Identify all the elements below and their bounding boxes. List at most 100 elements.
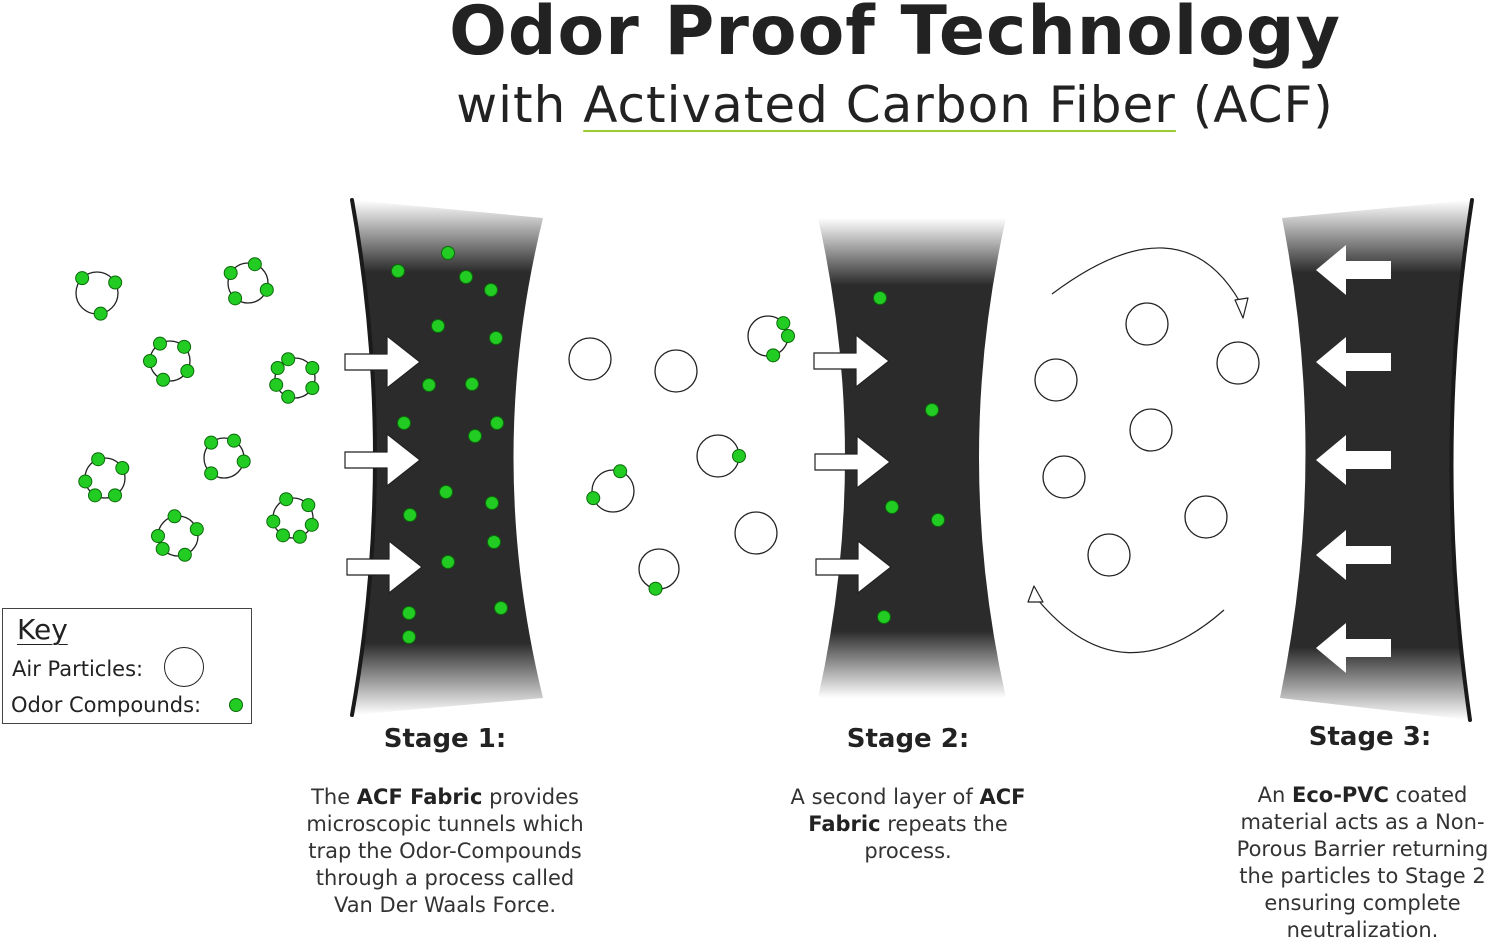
air-particle bbox=[654, 349, 698, 393]
description-line: A second layer of ACF bbox=[790, 785, 1026, 809]
trapped-odor-compound bbox=[925, 403, 939, 417]
odor-compound bbox=[91, 452, 106, 467]
highlighted-term: ACF bbox=[979, 785, 1026, 809]
odor-compound bbox=[279, 492, 294, 507]
trapped-odor-compound bbox=[485, 496, 499, 510]
stage-2-title: Stage 2: bbox=[846, 724, 970, 754]
stage2-inflow-arrow bbox=[815, 539, 892, 595]
trapped-odor-compound bbox=[877, 610, 891, 624]
description-line: Porous Barrier returning bbox=[1236, 837, 1489, 861]
page-subtitle: with Activated Carbon Fiber (ACF) bbox=[0, 76, 1500, 134]
description-line: trap the Odor-Compounds bbox=[308, 839, 582, 863]
odor-compound bbox=[266, 514, 281, 529]
odor-compound bbox=[93, 306, 108, 321]
trapped-odor-compound bbox=[391, 264, 405, 278]
odor-compound bbox=[223, 266, 238, 280]
air-particle bbox=[1042, 455, 1086, 499]
odor-compound bbox=[247, 257, 262, 272]
air-particle bbox=[1216, 341, 1260, 385]
key-air-label: Air Particles: bbox=[12, 657, 144, 681]
trapped-odor-compound bbox=[402, 630, 416, 644]
stage3-return-arrow bbox=[1316, 623, 1391, 673]
stage1-inflow-arrow bbox=[344, 432, 421, 488]
highlighted-term: Fabric bbox=[808, 812, 881, 836]
trapped-odor-compound bbox=[489, 331, 503, 345]
stage2-inflow-arrow bbox=[814, 434, 891, 490]
odor-compound bbox=[189, 522, 204, 537]
odor-compound bbox=[732, 449, 746, 463]
odor-compound bbox=[153, 336, 167, 351]
odor-compound bbox=[301, 498, 316, 513]
odor-compound bbox=[88, 488, 102, 503]
odor-compound bbox=[108, 488, 122, 503]
stage-3-title: Stage 3: bbox=[1308, 722, 1432, 752]
stage1-inflow-arrow bbox=[346, 539, 423, 595]
trapped-odor-compound bbox=[422, 378, 436, 392]
air-particle bbox=[1125, 302, 1169, 346]
trapped-odor-compound bbox=[431, 319, 445, 333]
trapped-odor-compound bbox=[885, 500, 899, 514]
odor-compound bbox=[151, 529, 165, 543]
odor-compound bbox=[292, 529, 307, 544]
air-particle-with-odor bbox=[591, 469, 635, 513]
air-particle bbox=[568, 337, 612, 381]
trapped-odor-compound bbox=[873, 291, 887, 305]
stage3-return-arrow bbox=[1316, 337, 1391, 387]
stage3-return-arrow bbox=[1316, 530, 1391, 580]
odor-compound bbox=[180, 364, 195, 378]
description-line: process. bbox=[864, 839, 952, 863]
trapped-odor-compound bbox=[403, 508, 417, 522]
odor-compound bbox=[167, 509, 182, 524]
air-particle bbox=[1034, 358, 1078, 402]
odor-compound bbox=[177, 339, 192, 354]
description-line: through a process called bbox=[315, 866, 575, 890]
odor-compound bbox=[78, 474, 93, 489]
odor-compound bbox=[305, 381, 320, 395]
trapped-odor-compound bbox=[465, 377, 479, 391]
description-line: neutralization. bbox=[1286, 918, 1439, 942]
subtitle-prefix: with bbox=[456, 76, 584, 134]
trapped-odor-compound bbox=[459, 270, 473, 284]
trapped-odor-compound bbox=[494, 601, 508, 615]
trapped-odor-compound bbox=[487, 535, 501, 549]
stage1-fabric-panel bbox=[352, 200, 543, 715]
odor-compound bbox=[227, 433, 241, 448]
odor-compound bbox=[781, 329, 795, 343]
odor-compound bbox=[613, 464, 628, 479]
odor-compound bbox=[269, 377, 284, 392]
trapped-odor-compound bbox=[402, 606, 416, 620]
air-particle bbox=[734, 511, 778, 555]
stage2-inflow-arrow bbox=[813, 333, 890, 389]
description-line: microscopic tunnels which bbox=[306, 812, 584, 836]
odor-compound bbox=[270, 361, 285, 375]
odor-compound bbox=[276, 528, 290, 543]
odor-compound bbox=[108, 275, 123, 290]
page-title: Odor Proof Technology bbox=[449, 0, 1341, 71]
key-odor-label: Odor Compounds: bbox=[11, 693, 202, 717]
odor-compound bbox=[236, 454, 251, 469]
odor-compound bbox=[156, 372, 171, 387]
odor-compound bbox=[143, 354, 157, 368]
stage3-return-arrow bbox=[1316, 245, 1391, 295]
stage3-return-arrow bbox=[1316, 435, 1391, 485]
trapped-odor-compound bbox=[441, 555, 455, 569]
trapped-odor-compound bbox=[468, 429, 482, 443]
odor-compound bbox=[281, 352, 296, 367]
highlighted-term: Eco-PVC bbox=[1291, 783, 1389, 807]
odor-compound bbox=[204, 435, 219, 450]
trapped-odor-compound bbox=[439, 485, 453, 499]
trapped-odor-compound bbox=[441, 246, 455, 260]
circulation-arrow-top bbox=[1051, 247, 1241, 303]
stage3-barrier-edge bbox=[1449, 198, 1474, 722]
odor-compound bbox=[281, 389, 296, 404]
odor-compound bbox=[75, 271, 90, 286]
trapped-odor-compound bbox=[484, 283, 498, 297]
description-line: the particles to Stage 2 bbox=[1239, 864, 1486, 888]
description-line: An Eco-PVC coated bbox=[1257, 783, 1468, 807]
stage1-inflow-arrow bbox=[344, 334, 421, 390]
description-line: Van Der Waals Force. bbox=[333, 893, 557, 917]
odor-compound bbox=[155, 541, 170, 556]
